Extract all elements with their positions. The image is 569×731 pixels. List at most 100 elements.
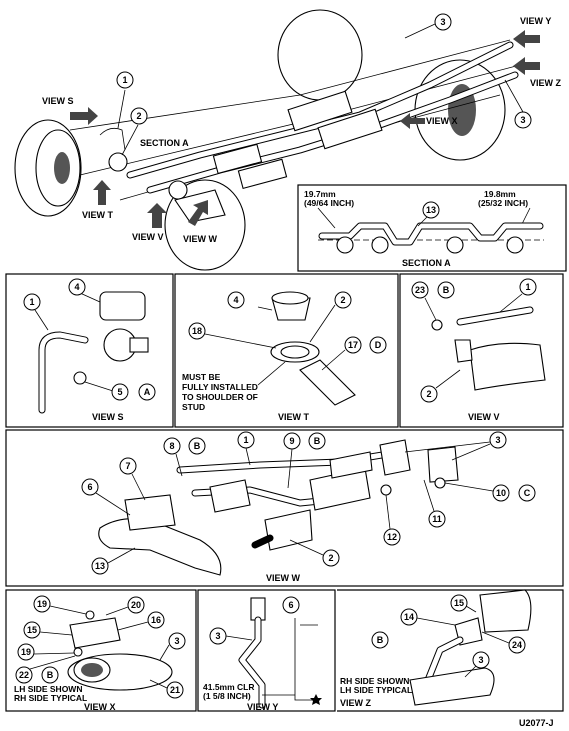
view-x-arrow — [400, 113, 425, 129]
view-w-callout-11: 11 — [432, 514, 442, 524]
view-y-callout-6: 6 — [288, 600, 293, 610]
view-t-callout-2: 2 — [340, 295, 345, 305]
view-w-callout-12: 12 — [387, 532, 397, 542]
crossmember — [98, 518, 222, 576]
view-y-dimension-inch: (1 5/8 INCH) — [203, 691, 251, 701]
view-w-callout-2: 2 — [328, 553, 333, 563]
overview-illustration — [14, 9, 521, 271]
label-view-w: VIEW W — [183, 234, 218, 244]
view-t-note-line2: FULLY INSTALLED — [182, 382, 258, 392]
label-section-a: SECTION A — [140, 138, 189, 148]
view-x-note-line1: LH SIDE SHOWN — [14, 684, 82, 694]
view-x-callout-b: B — [47, 670, 54, 680]
label-view-x: VIEW X — [426, 116, 458, 126]
view-t-callout-18: 18 — [192, 326, 202, 336]
view-x-callout-19-bottom: 19 — [21, 647, 31, 657]
view-w-callout-9: 9 — [289, 436, 294, 446]
callout-2: 2 — [136, 111, 141, 121]
view-z-panel: 15 14 24 B 3 RH SIDE SHOWN LH SIDE TYPIC… — [337, 589, 564, 712]
exhaust-tip-z — [409, 667, 495, 706]
view-v-callout-b: B — [443, 285, 450, 295]
section-a-right-dim-in: (25/32 INCH) — [478, 198, 528, 208]
label-view-y: VIEW Y — [520, 16, 551, 26]
view-y-arrow — [513, 30, 540, 48]
section-a-panel: 19.7mm (49/64 INCH) 19.8mm (25/32 INCH) … — [297, 184, 567, 272]
view-x-callout-3: 3 — [174, 636, 179, 646]
view-x-callout-19-top: 19 — [37, 599, 47, 609]
view-x-note-line2: RH SIDE TYPICAL — [14, 693, 87, 703]
view-w-callout-c: C — [524, 488, 531, 498]
section-a-right-dim-mm: 19.8mm — [484, 189, 516, 199]
view-z-callout-15: 15 — [454, 598, 464, 608]
section-a-left-dim-in: (49/64 INCH) — [304, 198, 354, 208]
view-s-arrow — [70, 107, 98, 125]
view-x-callout-21: 21 — [170, 685, 180, 695]
view-s-callout-a: A — [144, 387, 151, 397]
view-v-callout-2: 2 — [426, 389, 431, 399]
view-y-title: VIEW Y — [247, 702, 278, 712]
view-w-callout-8: 8 — [169, 441, 174, 451]
view-w-title: VIEW W — [266, 573, 301, 583]
view-v-title: VIEW V — [468, 412, 500, 422]
dimension-marker-icon — [310, 694, 322, 705]
view-arrows — [70, 30, 540, 228]
view-x-title: VIEW X — [84, 702, 116, 712]
callout-1: 1 — [122, 75, 127, 85]
view-y-panel: 6 3 41.5mm CLR (1 5/8 INCH) VIEW Y — [197, 589, 336, 712]
callout-3-top: 3 — [440, 17, 445, 27]
section-a-title: SECTION A — [402, 258, 451, 268]
section-a-left-dim-mm: 19.7mm — [304, 189, 336, 199]
view-w-callout-10: 10 — [496, 488, 506, 498]
overview-callouts: 1 2 3 3 — [116, 13, 532, 156]
view-x-panel: 19 20 15 16 3 19 21 22 B LH SIDE SHOWN R… — [5, 589, 197, 712]
view-x-callout-16: 16 — [151, 615, 161, 625]
view-t-panel: 4 2 18 17 D MUST BE FULLY INSTALLED TO S… — [174, 273, 399, 428]
view-z-note-line1: RH SIDE SHOWN — [340, 676, 409, 686]
view-w-callout-3: 3 — [495, 435, 500, 445]
view-s-callout-5: 5 — [117, 387, 122, 397]
view-t-title: VIEW T — [278, 412, 310, 422]
view-w-callout-6: 6 — [87, 482, 92, 492]
view-s-panel: 1 4 5 A VIEW S — [5, 273, 174, 428]
view-z-note-line2: LH SIDE TYPICAL — [340, 685, 412, 695]
view-w-callout-b-left: B — [194, 441, 201, 451]
view-v-arrow — [147, 203, 167, 228]
view-w-arrow — [188, 200, 208, 226]
view-s-title: VIEW S — [92, 412, 124, 422]
view-v-callout-1: 1 — [525, 282, 530, 292]
view-t-callout-d: D — [375, 340, 382, 350]
label-view-t: VIEW T — [82, 210, 114, 220]
view-w-callout-1: 1 — [243, 435, 248, 445]
view-w-callout-7: 7 — [125, 461, 130, 471]
view-x-callout-22: 22 — [19, 670, 29, 680]
view-z-callout-b: B — [377, 635, 384, 645]
view-z-callout-3: 3 — [478, 655, 483, 665]
view-w-callout-13: 13 — [95, 561, 105, 571]
view-t-callout-4: 4 — [233, 295, 238, 305]
view-z-title: VIEW Z — [340, 698, 372, 708]
view-w-panel: 8 B 1 9 B 3 7 6 10 C 11 12 13 2 VIEW W — [5, 429, 564, 587]
label-view-v: VIEW V — [132, 232, 164, 242]
view-z-callout-24: 24 — [512, 640, 522, 650]
view-t-arrow — [93, 180, 111, 205]
view-s-callout-4: 4 — [74, 282, 79, 292]
view-t-note-line1: MUST BE — [182, 372, 221, 382]
view-z-arrow — [513, 57, 540, 75]
view-x-callout-20: 20 — [131, 600, 141, 610]
view-t-callout-17: 17 — [348, 340, 358, 350]
section-a-callout-13: 13 — [426, 205, 436, 215]
view-z-callout-14: 14 — [404, 612, 414, 622]
label-view-z: VIEW Z — [530, 78, 562, 88]
callout-3-right: 3 — [520, 115, 525, 125]
view-s-callout-1: 1 — [29, 297, 34, 307]
view-y-dimension: 41.5mm CLR — [203, 682, 255, 692]
view-v-callout-23: 23 — [415, 285, 425, 295]
rear-tire-left — [277, 9, 363, 101]
view-t-note-line3: TO SHOULDER OF — [182, 392, 258, 402]
view-y-callout-3: 3 — [215, 631, 220, 641]
view-v-panel: 23 B 1 2 VIEW V — [399, 273, 564, 428]
view-w-callout-b-right: B — [314, 436, 321, 446]
view-t-note-line4: STUD — [182, 402, 205, 412]
view-x-callout-15: 15 — [27, 625, 37, 635]
